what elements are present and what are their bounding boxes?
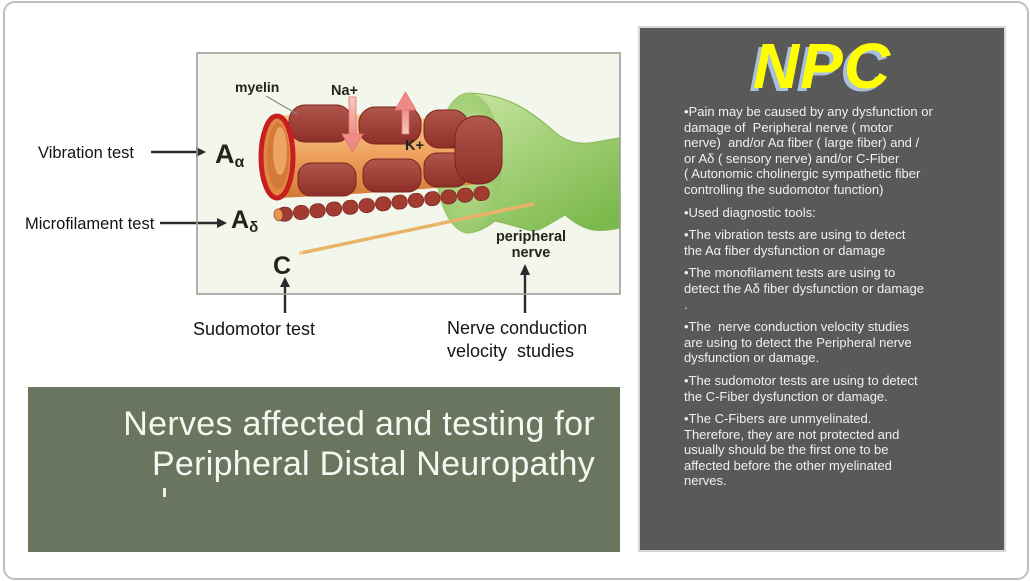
myelin-sheath-segment	[454, 115, 503, 185]
npc-title: NPC	[752, 30, 892, 102]
sudomotor-arrowhead	[280, 277, 290, 287]
peripheral-nerve-label: peripheral	[496, 229, 566, 245]
na-label: Na+	[331, 83, 358, 99]
c-fiber-line	[299, 202, 535, 255]
sudomotor-test-label: Sudomotor test	[193, 319, 315, 339]
title-box: Nerves affected and testing for Peripher…	[28, 387, 620, 552]
bullet-item: •Pain may be caused by any dysfunction o…	[684, 104, 933, 197]
vibration-arrowhead	[196, 147, 206, 157]
right-panel: NPC •Pain may be caused by any dysfuncti…	[638, 26, 1006, 552]
bullet-item: •The nerve conduction velocity studies a…	[684, 319, 912, 366]
nerve-diagram: myelin Na+ K+ Aα Aδ C peripheral nerve V…	[25, 52, 621, 361]
a-alpha-label: Aα	[215, 139, 245, 171]
diagram-box-border	[196, 52, 621, 295]
a-delta-label: Aδ	[231, 206, 258, 236]
text-cursor-artifact	[163, 488, 166, 497]
axon-end-face-highlight	[273, 127, 287, 175]
k-label: K+	[405, 138, 424, 154]
bullet-item: •The monofilament tests are using to det…	[684, 265, 924, 312]
microfilament-test-label: Microfilament test	[25, 215, 155, 233]
myelin-sheath-segment	[288, 104, 353, 143]
myelin-sheath-segment	[297, 162, 357, 197]
bullet-item: •The vibration tests are using to detect…	[684, 227, 906, 258]
myelin-sheath-segment	[362, 158, 422, 193]
bullet-list: •Pain may be caused by any dysfunction o…	[684, 104, 966, 489]
a-alpha-fiber	[258, 104, 503, 201]
myelin-label: myelin	[235, 79, 279, 95]
ncv-arrowhead	[520, 264, 530, 275]
bullet-item: •Used diagnostic tools:	[684, 204, 816, 220]
ncv-label: Nerve conduction	[447, 318, 587, 338]
a-delta-fiber	[273, 186, 490, 222]
c-label: C	[273, 252, 291, 280]
na-down-arrow	[341, 96, 364, 153]
myelin-pointer-line	[265, 95, 298, 115]
c-fiber-tip	[299, 251, 303, 255]
vibration-test-label: Vibration test	[38, 144, 134, 162]
ncv-label: velocity studies	[447, 341, 574, 361]
microfilament-arrowhead	[217, 218, 227, 228]
slide-title: Nerves affected and testing for Peripher…	[123, 405, 595, 483]
bullet-item: •The C-Fibers are unmyelinated. Therefor…	[684, 411, 900, 489]
peripheral-nerve-label: nerve	[512, 245, 551, 261]
k-up-arrow	[394, 91, 417, 135]
bullet-item: •The sudomotor tests are using to detect…	[684, 372, 918, 404]
